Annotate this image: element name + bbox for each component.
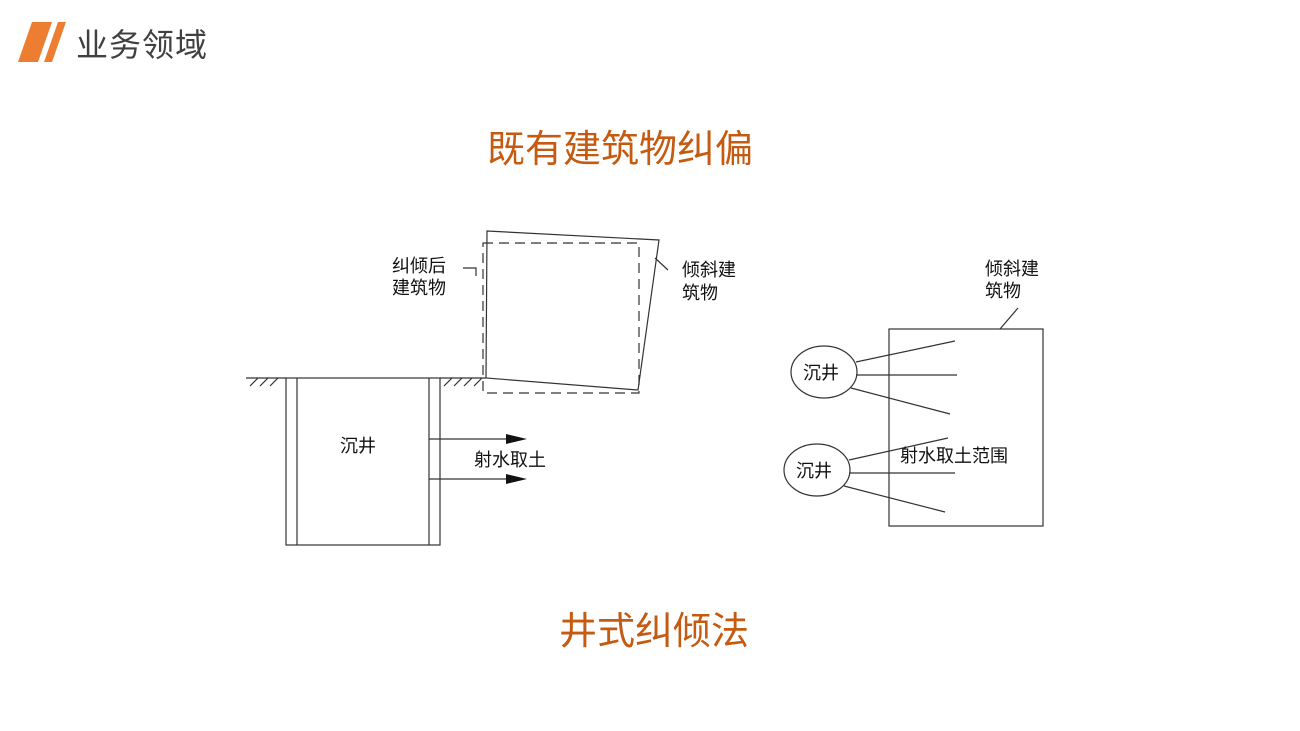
left-diagram <box>246 230 669 546</box>
main-title: 既有建筑物纠偏 <box>486 127 753 171</box>
caisson-well <box>285 377 441 546</box>
label-well-2: 沉井 <box>796 461 832 482</box>
jet-line <box>843 485 946 513</box>
jet-line <box>848 437 949 461</box>
ground-hatch <box>249 377 483 387</box>
tilted-building-outline <box>485 230 660 391</box>
jet-line <box>855 340 956 363</box>
arrow-head-icon <box>506 474 527 484</box>
caisson-well-1 <box>790 345 858 399</box>
corrected-building-outline <box>482 242 640 394</box>
label-range: 射水取土范围 <box>900 446 1008 467</box>
double-slash-icon <box>18 22 66 62</box>
arrow-head-icon <box>506 434 527 444</box>
label-tilted-plan-line1: 倾斜建 <box>985 259 1039 280</box>
label-well-1: 沉井 <box>803 363 839 384</box>
leader-tilted-plan <box>999 307 1019 330</box>
label-tilted-line2: 筑物 <box>682 283 718 304</box>
label-jet: 射水取土 <box>474 450 546 471</box>
jet-line <box>850 387 951 415</box>
method-title: 井式纠倾法 <box>558 609 749 653</box>
caisson-well-2 <box>783 443 851 497</box>
logo-mark <box>18 20 70 68</box>
leader-tilted <box>654 257 669 271</box>
leader-corrected <box>463 267 477 276</box>
label-well: 沉井 <box>340 436 376 457</box>
label-corrected-line2: 建筑物 <box>392 278 446 299</box>
page-header-title: 业务领域 <box>76 26 209 64</box>
label-corrected-line1: 纠倾后 <box>392 256 446 277</box>
right-diagram <box>783 307 1044 527</box>
label-tilted-line1: 倾斜建 <box>682 260 736 281</box>
tilted-building-plan <box>888 328 1044 527</box>
label-tilted-plan-line2: 筑物 <box>985 281 1021 302</box>
